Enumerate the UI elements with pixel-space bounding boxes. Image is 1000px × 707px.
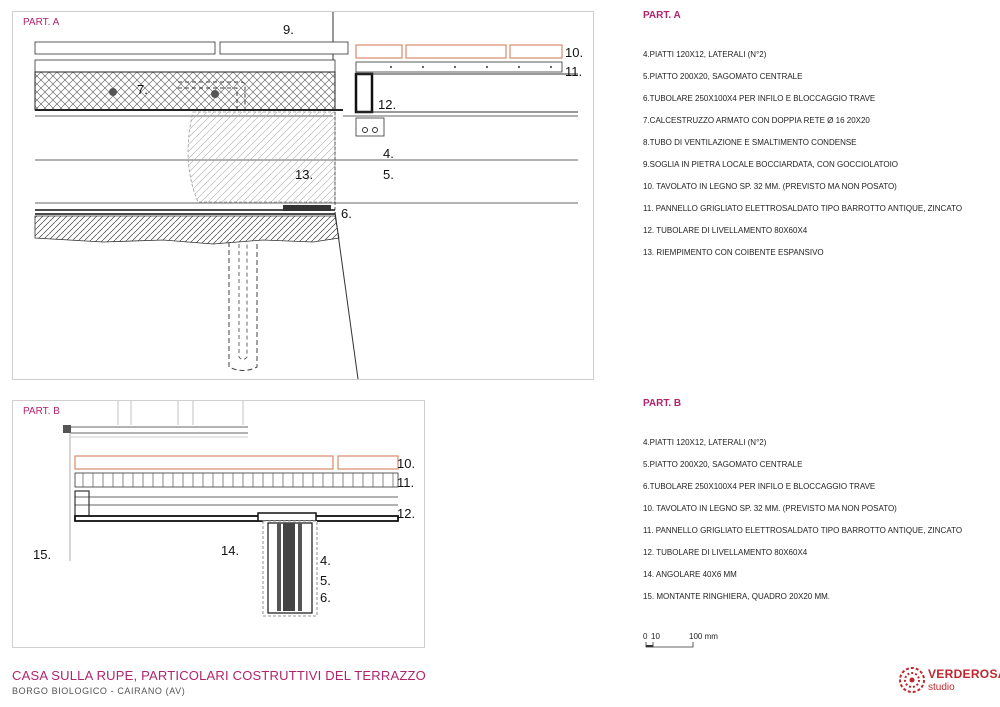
legend-item: 4.PIATTI 120X12, LATERALI (N°2) (643, 438, 767, 447)
rebar-dot (109, 88, 117, 96)
legend-title: PART. A (643, 10, 681, 21)
callout-10: 10. (397, 456, 415, 471)
legend-item: 11. PANNELLO GRIGLIATO ELETTROSALDATO TI… (643, 204, 963, 213)
side-plate (298, 523, 302, 611)
part-b-label: PART. B (23, 406, 60, 417)
legend-item: 13. RIEMPIMENTO CON COIBENTE ESPANSIVO (643, 248, 824, 257)
legend-list: 4.PIATTI 120X12, LATERALI (N°2) 5.PIATTO… (643, 44, 993, 264)
levelling-tube (354, 72, 374, 114)
levelling-tube (74, 515, 399, 522)
legend-item: 10. TAVOLATO IN LEGNO SP. 32 MM. (PREVIS… (643, 182, 897, 191)
legend-item: 5.PIATTO 200X20, SAGOMATO CENTRALE (643, 72, 803, 81)
legend-item: 10. TAVOLATO IN LEGNO SP. 32 MM. (PREVIS… (643, 504, 897, 513)
grating-panel (355, 61, 563, 73)
callout-5: 5. (383, 167, 394, 182)
wood-board (405, 44, 507, 59)
rock-base (34, 215, 340, 245)
callout-6: 6. (341, 206, 352, 221)
legend-item: 8.TUBO DI VENTILAZIONE E SMALTIMENTO CON… (643, 138, 857, 147)
wood-board (74, 455, 334, 470)
stone-threshold-right (219, 41, 349, 55)
legend-item: 6.TUBOLARE 250X100X4 PER INFILO E BLOCCA… (643, 482, 876, 491)
insulation-fill (187, 111, 336, 203)
railing-post-top (63, 425, 71, 433)
tubular-section (283, 205, 331, 211)
grating-panel (74, 472, 399, 488)
rebar-dot (211, 90, 219, 98)
studio-logo: VERDEROSA studio (898, 665, 1000, 699)
legend-part-a: PART. A 4.PIATTI 120X12, LATERALI (N°2) … (643, 10, 993, 264)
scale-bar: 0 10 100 mm (643, 632, 718, 648)
rose-icon (899, 667, 925, 693)
bracket-plate (355, 117, 385, 137)
upper-slab (34, 59, 336, 73)
wood-board (509, 44, 563, 59)
concrete-slab (34, 71, 336, 111)
legend-item: 5.PIATTO 200X20, SAGOMATO CENTRALE (643, 460, 803, 469)
legend-item: 12. TUBOLARE DI LIVELLAMENTO 80X60X4 (643, 548, 808, 557)
callout-11: 11. (397, 475, 414, 490)
legend-item: 9.SOGLIA IN PIETRA LOCALE BOCCIARDATA, C… (643, 160, 899, 169)
stone-threshold-left (34, 41, 216, 55)
part-b-drawing: 10. 11. 12. 15. 14. 4. 5. 6. PART. B (12, 400, 425, 648)
rock-profile (334, 211, 359, 379)
grating-bars (82, 473, 394, 487)
legend-item: 15. MONTANTE RINGHIERA, QUADRO 20X20 MM. (643, 592, 830, 601)
logo-sub: studio (928, 682, 955, 693)
side-plate (277, 523, 281, 611)
callout-7: 7. (137, 82, 148, 97)
callout-4: 4. (320, 553, 331, 568)
legend-list: 4.PIATTI 120X12, LATERALI (N°2) 5.PIATTO… (643, 432, 993, 608)
scale-label-hundred: 100 mm (689, 632, 718, 641)
drawing-title: CASA SULLA RUPE, PARTICOLARI COSTRUTTIVI… (12, 668, 426, 683)
callout-5: 5. (320, 573, 331, 588)
legend-item: 12. TUBOLARE DI LIVELLAMENTO 80X60X4 (643, 226, 808, 235)
part-a-label: PART. A (23, 17, 60, 28)
wood-board (355, 44, 403, 59)
legend-title: PART. B (643, 398, 682, 409)
legend-item: 11. PANNELLO GRIGLIATO ELETTROSALDATO TI… (643, 526, 963, 535)
callout-11: 11. (565, 64, 582, 79)
drawing-subtitle: BORGO BIOLOGICO - CAIRANO (AV) (12, 686, 186, 696)
logo-name: VERDEROSA (928, 667, 1000, 681)
callout-4: 4. (383, 146, 394, 161)
part-a-svg: 9. 10. 11. 7. 12. 4. 5. 13. 6. (34, 12, 583, 379)
callout-9: 9. (283, 22, 294, 37)
part-b-svg: 10. 11. 12. 15. 14. 4. 5. 6. (33, 401, 415, 617)
callout-13: 13. (295, 167, 313, 182)
part-a-drawing: 9. 10. 11. 7. 12. 4. 5. 13. 6. PART. A (12, 11, 594, 380)
callout-14: 14. (221, 543, 239, 558)
callout-15: 15. (33, 547, 51, 562)
legend-item: 6.TUBOLARE 250X100X4 PER INFILO E BLOCCA… (643, 94, 876, 103)
ventilation-pipe (178, 87, 238, 108)
ventilation-pipe (178, 81, 246, 108)
legend-item: 7.CALCESTRUZZO ARMATO CON DOPPIA RETE Ø … (643, 116, 870, 125)
scale-label-zero: 0 (643, 632, 648, 641)
callout-12: 12. (378, 97, 396, 112)
legend-item: 14. ANGOLARE 40X6 MM (643, 570, 737, 579)
anchor-pile (228, 242, 258, 371)
legend-part-b: PART. B 4.PIATTI 120X12, LATERALI (N°2) … (643, 398, 993, 608)
callout-12: 12. (397, 506, 415, 521)
legend-item: 4.PIATTI 120X12, LATERALI (N°2) (643, 50, 767, 59)
callout-6: 6. (320, 590, 331, 605)
scale-label-ten: 10 (651, 632, 660, 641)
callout-10: 10. (565, 45, 583, 60)
wood-board (337, 455, 399, 470)
centre-plate (283, 523, 295, 611)
angle-bracket (257, 512, 317, 522)
